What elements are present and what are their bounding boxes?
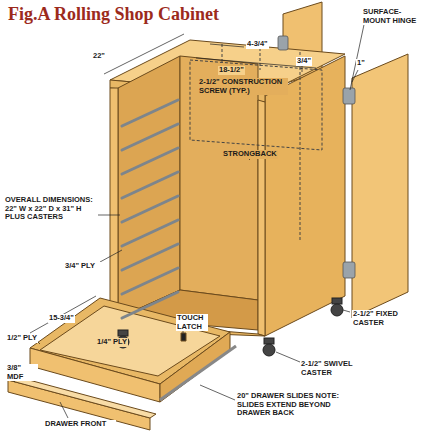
- slide-rail: [122, 124, 178, 150]
- slide-rail: [122, 172, 178, 198]
- material-note: 3/8" MDF: [6, 364, 38, 381]
- left-side-edge: [110, 88, 118, 322]
- slide-rail: [122, 148, 178, 174]
- hinge: [278, 36, 288, 50]
- drawer-front: [8, 380, 150, 430]
- dimension: 4-3/4": [246, 40, 269, 49]
- side-panel: [265, 56, 345, 336]
- strongback: [190, 60, 322, 150]
- material-note: 3/4" PLY: [64, 262, 102, 271]
- touch-latch: [181, 333, 186, 341]
- dimension: 1": [356, 59, 366, 68]
- caster: [331, 304, 343, 316]
- dimension: 22": [92, 52, 106, 61]
- caster: [263, 344, 275, 356]
- part-name: 2-1/2" FIXED CASTER: [352, 310, 414, 327]
- part-name: DRAWER FRONT: [44, 420, 116, 429]
- hinge: [343, 88, 355, 104]
- dimension-line: [104, 34, 184, 74]
- inner-left-side: [118, 56, 180, 318]
- hinge: [343, 262, 355, 278]
- slide-rail: [122, 244, 178, 270]
- dimension: 3/4": [296, 57, 312, 66]
- slide-rail: [122, 220, 178, 246]
- part-name: 2-1/2" SWIVEL CASTER: [300, 360, 360, 377]
- part-name: TOUCH LATCH: [176, 314, 208, 331]
- door-panel: [352, 54, 408, 318]
- part-name: STRONGBACK: [222, 150, 278, 159]
- slide-rail: [122, 268, 178, 294]
- slide-rail: [122, 292, 178, 318]
- dimension: 15-3/4": [48, 314, 75, 323]
- slide-rail: [122, 196, 178, 222]
- drawer-slides: [122, 100, 178, 318]
- part-name: SURFACE-MOUNT HINGE: [362, 8, 426, 25]
- dimension: 18-1/2": [218, 66, 245, 75]
- material-note: 1/4" PLY: [96, 338, 128, 347]
- part-note: 20" DRAWER SLIDES NOTE: SLIDES EXTEND BE…: [236, 392, 356, 418]
- drawer-slide: [160, 346, 236, 400]
- material-note: 1/2" PLY: [6, 334, 38, 343]
- part-note: 2-1/2" CONSTRUCTION SCREW (TYP.): [198, 78, 288, 95]
- overall-dimensions: OVERALL DIMENSIONS: 22" W x 22" D x 31" …: [4, 196, 98, 222]
- figure-title: Fig.A Rolling Shop Cabinet: [8, 4, 219, 25]
- slide-rail: [122, 100, 178, 126]
